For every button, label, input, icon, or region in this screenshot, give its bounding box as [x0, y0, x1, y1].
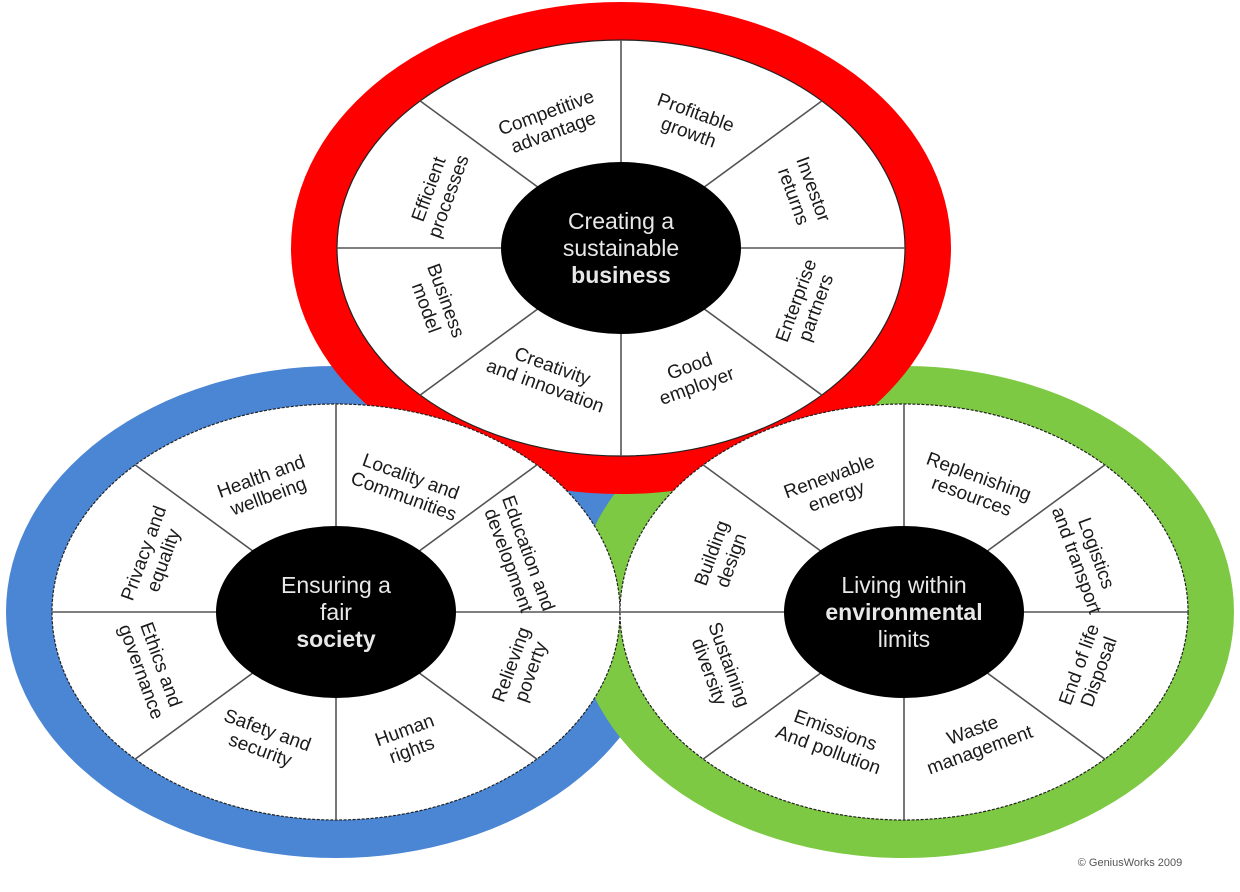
environment-hub	[784, 526, 1024, 698]
environment-segment: End of lifeDisposal	[1055, 621, 1123, 715]
environment-hub-title-line: limits	[878, 626, 930, 652]
interiors-layer: Creating asustainablebusinessCompetitive…	[51, 39, 1189, 821]
society-hub-title-line: society	[296, 626, 375, 652]
environment-wheel: Living withinenvironmentallimitsRenewabl…	[619, 403, 1189, 821]
society-hub-title-line: fair	[320, 599, 352, 625]
business-hub-title-line: sustainable	[563, 235, 679, 261]
environment-hub-title-line: environmental	[825, 599, 982, 625]
business-hub-title-line: Creating a	[568, 208, 674, 234]
copyright-text: © GeniusWorks 2009	[1078, 857, 1183, 869]
business-hub	[501, 162, 741, 334]
environment-segment-label: End of lifeDisposal	[1055, 621, 1123, 715]
business-hub-title-line: business	[571, 262, 671, 288]
society-hub-title-line: Ensuring a	[281, 572, 391, 598]
business-wheel: Creating asustainablebusinessCompetitive…	[336, 39, 906, 457]
society-hub	[216, 526, 456, 698]
environment-hub-title-line: Living within	[841, 572, 966, 598]
